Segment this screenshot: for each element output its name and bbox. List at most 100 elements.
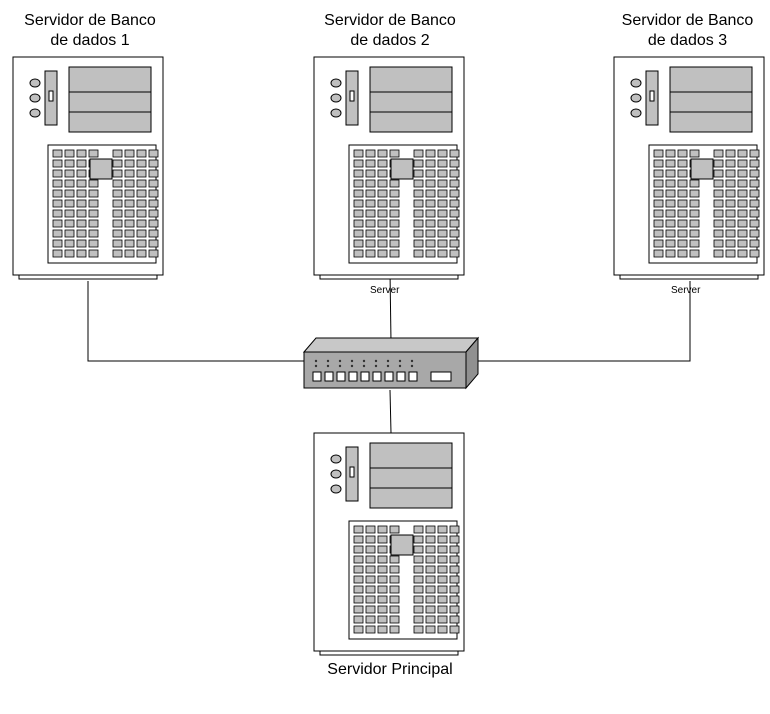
vent-grille: [52, 169, 63, 178]
vent-grille: [449, 169, 460, 178]
drive-bay: [68, 111, 152, 133]
vent-grille: [389, 615, 400, 624]
server-tower-db3: [613, 56, 765, 280]
vent-grille: [413, 585, 424, 594]
vent-grille: [449, 239, 460, 248]
vent-grille: [713, 159, 724, 168]
ethernet-port-icon: [360, 371, 370, 382]
power-led-icon: [330, 93, 342, 103]
vent-grille: [52, 249, 63, 258]
vent-grille: [112, 149, 123, 158]
vent-grille: [653, 219, 664, 228]
chip-block: [390, 534, 414, 556]
vent-grille: [413, 149, 424, 158]
vent-grille: [52, 199, 63, 208]
vent-grille: [713, 169, 724, 178]
vent-grille: [737, 229, 748, 238]
ethernet-port-icon: [324, 371, 334, 382]
vent-grille: [737, 219, 748, 228]
drive-latch: [349, 90, 355, 102]
vent-grille: [737, 249, 748, 258]
drive-bay: [669, 66, 753, 93]
vent-grille: [449, 615, 460, 624]
vent-grille: [365, 169, 376, 178]
vent-grille: [413, 525, 424, 534]
vent-grille: [437, 555, 448, 564]
vent-grille: [112, 209, 123, 218]
drive-bay: [669, 111, 753, 133]
vent-grille: [64, 249, 75, 258]
connection-lines: [87, 271, 691, 434]
ethernet-port-icon: [348, 371, 358, 382]
vent-grille: [88, 179, 99, 188]
vent-grille: [437, 585, 448, 594]
vent-grille: [665, 179, 676, 188]
server-title-db1-line2: de dados 1: [50, 32, 130, 49]
vent-grille: [377, 585, 388, 594]
vent-grille: [136, 159, 147, 168]
vent-grille: [653, 169, 664, 178]
vent-grille: [136, 229, 147, 238]
vent-grille: [677, 149, 688, 158]
status-led-icon: [326, 359, 330, 363]
ethernet-port-icon: [396, 371, 406, 382]
vent-grille: [737, 209, 748, 218]
vent-grille: [365, 605, 376, 614]
vent-grille: [377, 625, 388, 634]
status-led-icon: [410, 359, 414, 363]
vent-grille: [76, 239, 87, 248]
vent-grille: [677, 169, 688, 178]
vent-grille: [377, 605, 388, 614]
server-tower-db2: [313, 56, 465, 280]
vent-grille: [76, 209, 87, 218]
vent-grille: [353, 605, 364, 614]
vent-grille: [365, 535, 376, 544]
status-led-icon: [362, 359, 366, 363]
vent-grille: [365, 575, 376, 584]
vent-grille: [76, 249, 87, 258]
vent-grille: [365, 595, 376, 604]
vent-grille: [353, 585, 364, 594]
vent-grille: [449, 545, 460, 554]
ethernet-port-icon: [312, 371, 322, 382]
vent-grille: [413, 535, 424, 544]
vent-grille: [389, 229, 400, 238]
vent-grille: [365, 525, 376, 534]
vent-grille: [389, 605, 400, 614]
vent-grille: [437, 179, 448, 188]
vent-grille: [677, 209, 688, 218]
vent-grille: [76, 219, 87, 228]
vent-grille: [653, 179, 664, 188]
vent-grille: [425, 535, 436, 544]
vent-grille: [677, 239, 688, 248]
vent-grille: [389, 219, 400, 228]
vent-grille: [749, 179, 760, 188]
vent-grille: [377, 199, 388, 208]
vent-grille: [148, 179, 159, 188]
vent-grille: [653, 199, 664, 208]
vent-grille: [437, 525, 448, 534]
vent-grille: [112, 219, 123, 228]
status-led-icon: [350, 359, 354, 363]
drive-bay: [369, 91, 453, 113]
vent-grille: [677, 249, 688, 258]
vent-grille: [437, 575, 448, 584]
vent-grille: [413, 605, 424, 614]
uplink-port-icon: [430, 371, 452, 382]
vent-grille: [76, 199, 87, 208]
vent-grille: [749, 249, 760, 258]
vent-grille: [124, 159, 135, 168]
drive-bay: [68, 91, 152, 113]
vent-grille: [353, 149, 364, 158]
vent-grille: [365, 189, 376, 198]
vent-grille: [365, 545, 376, 554]
vent-grille: [377, 575, 388, 584]
vent-grille: [377, 219, 388, 228]
server-caption-db2: Server: [370, 285, 400, 296]
link-db1-hub: [87, 281, 305, 362]
vent-grille: [353, 189, 364, 198]
server-title-db2-line1: Servidor de Banco: [324, 12, 456, 29]
vent-grille: [437, 565, 448, 574]
vent-grille: [124, 169, 135, 178]
